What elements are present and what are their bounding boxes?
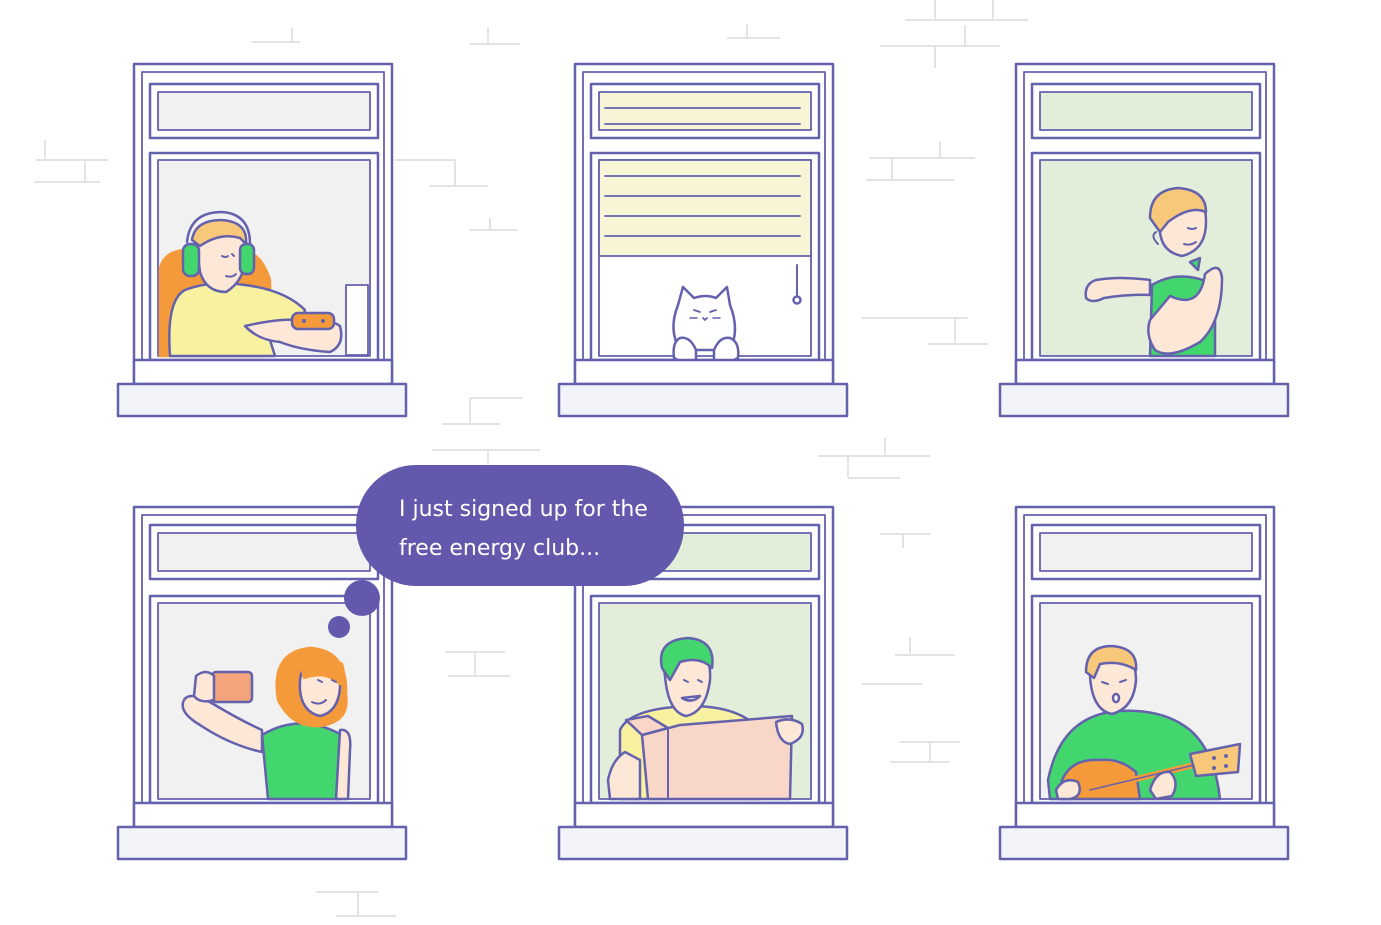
gamer-figure	[158, 210, 369, 358]
thought-dot-large	[344, 580, 380, 616]
window-stretching	[998, 62, 1290, 418]
guitar-figure	[1046, 644, 1242, 801]
window-gamer	[116, 62, 408, 418]
thought-dot-small	[328, 616, 350, 638]
speech-bubble: I just signed up for the free energy clu…	[328, 465, 684, 638]
window-selfie	[116, 505, 408, 861]
speech-bubble-line-1: I just signed up for the	[399, 497, 648, 522]
window-guitar	[998, 505, 1290, 861]
selfie-figure	[181, 646, 352, 801]
window-cat	[557, 62, 849, 418]
box-figure	[606, 636, 804, 801]
stretching-figure	[1084, 186, 1224, 358]
brick-wall-lines	[34, 0, 1028, 917]
speech-bubble-line-2: free energy club...	[399, 536, 600, 561]
speech-bubble-body	[356, 465, 684, 586]
